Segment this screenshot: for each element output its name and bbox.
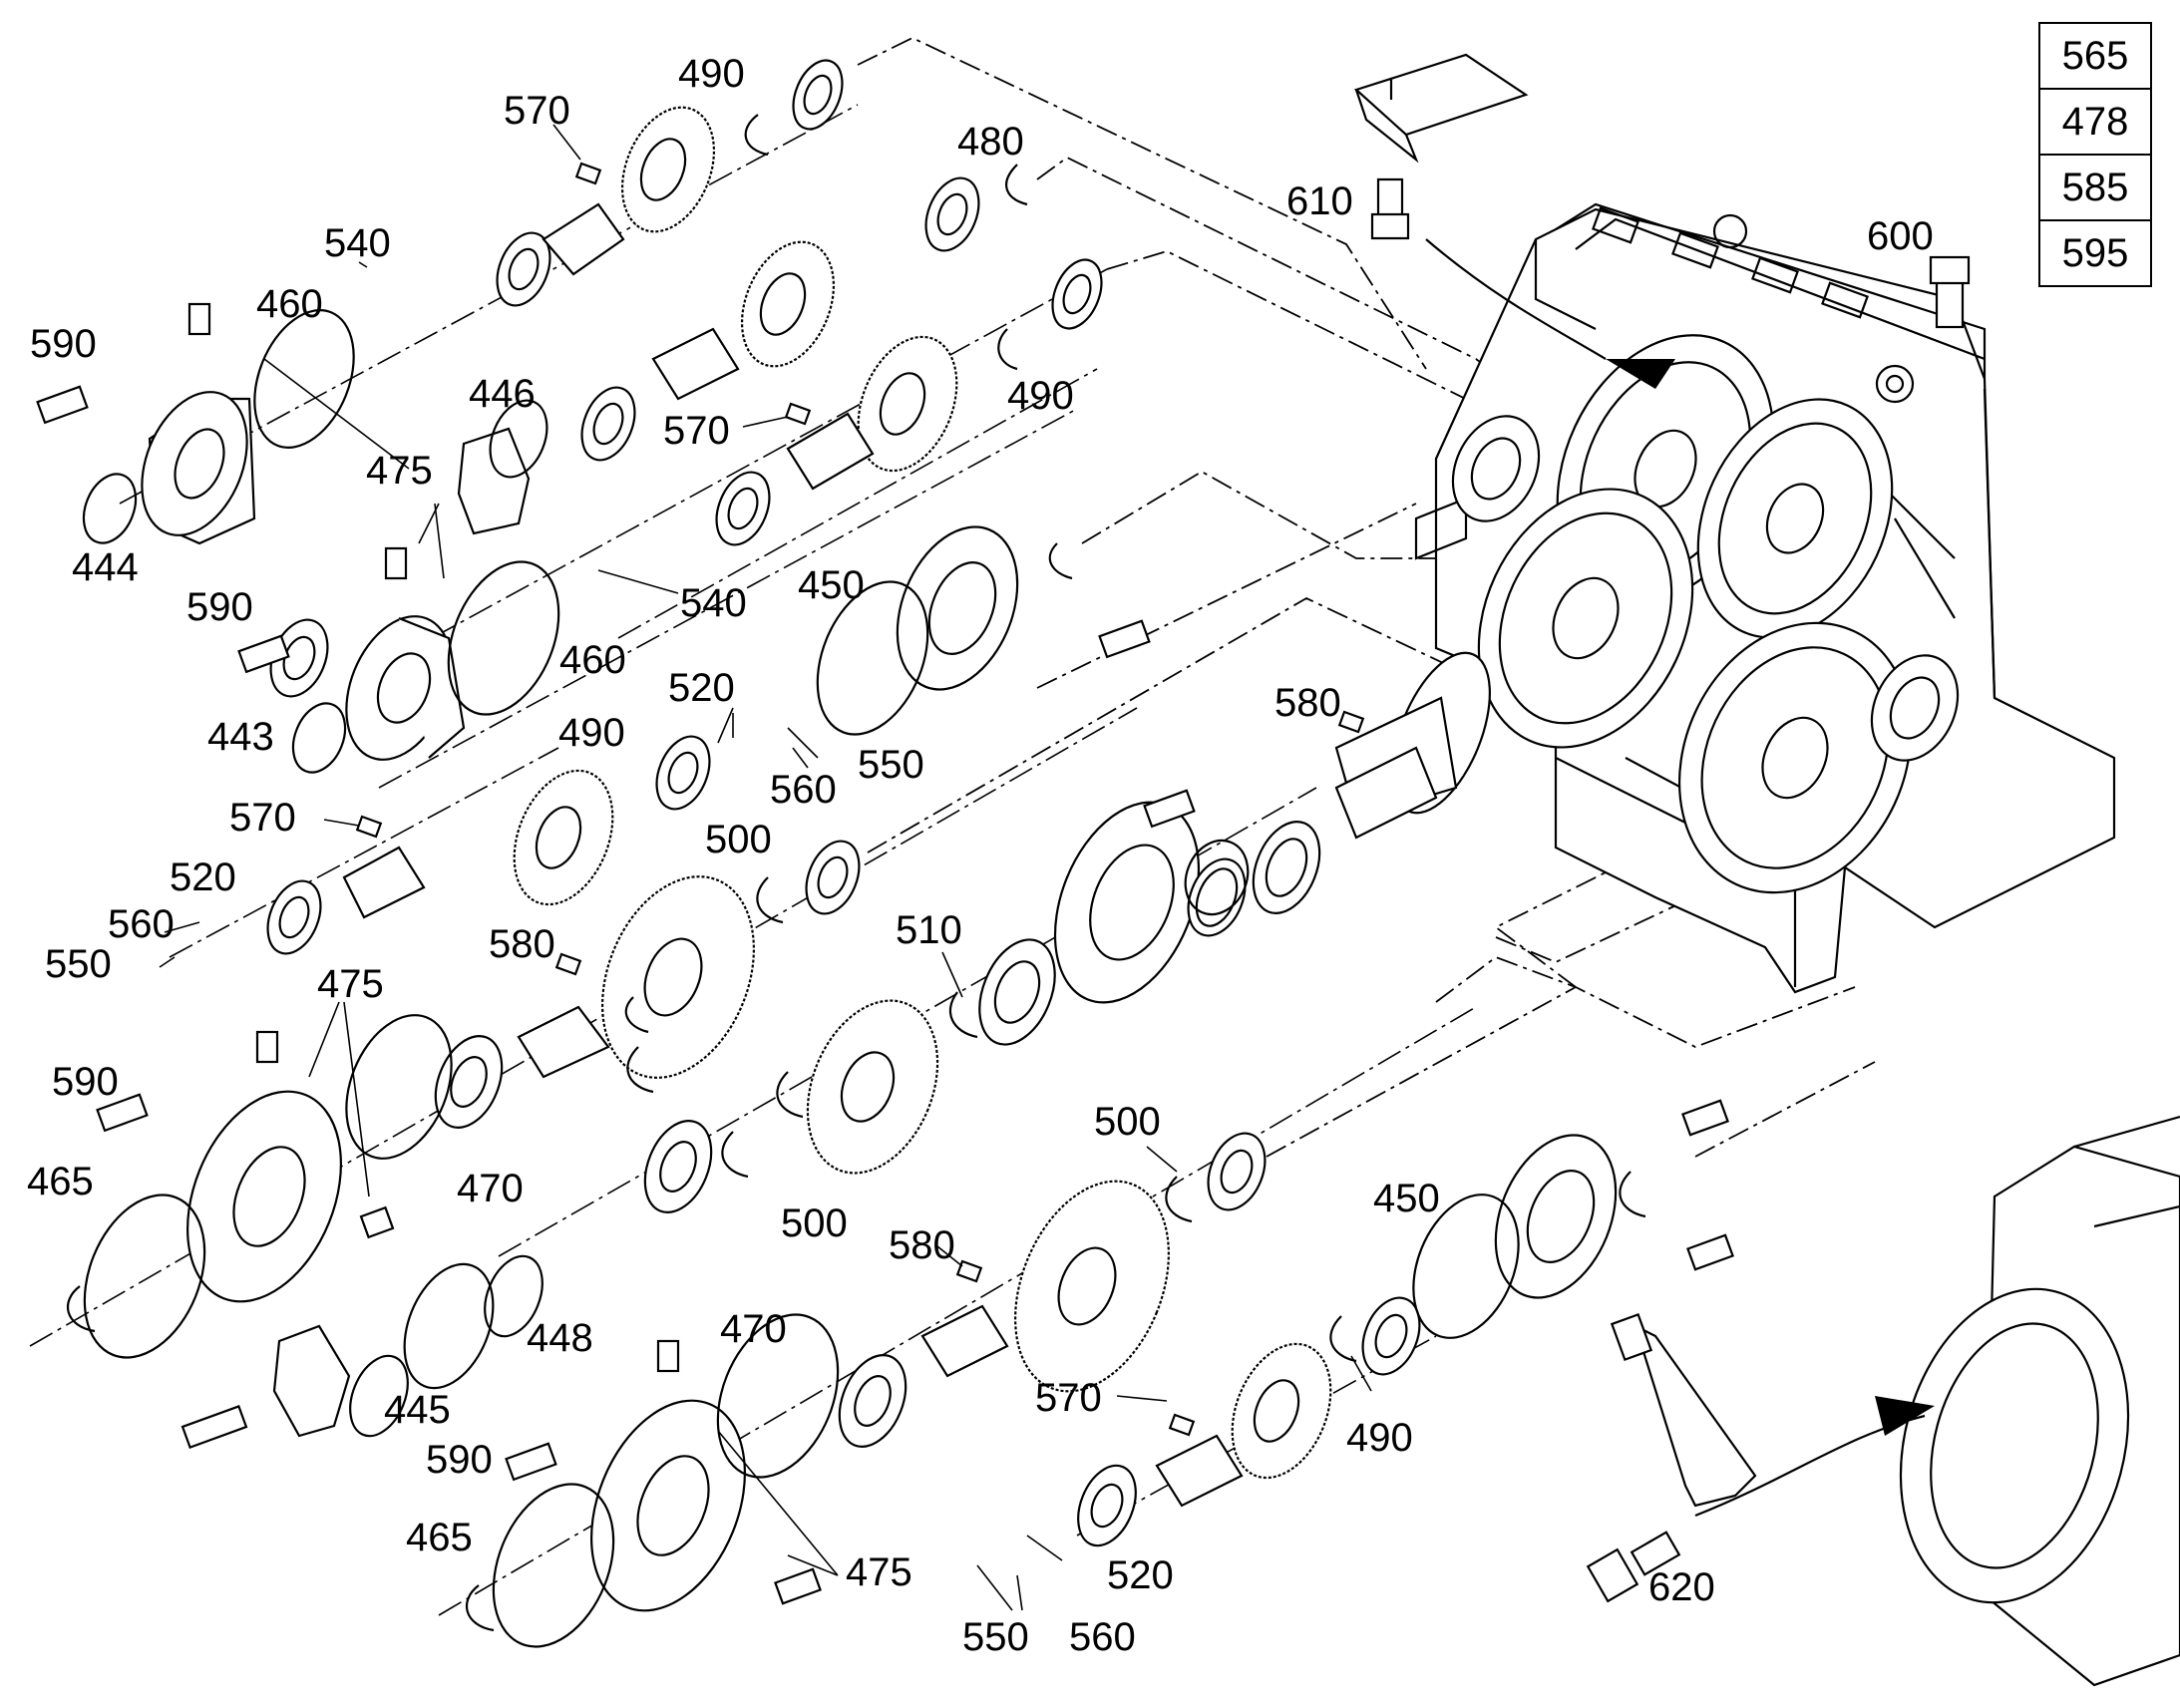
callout-490: 490 xyxy=(678,52,745,96)
callout-443: 443 xyxy=(207,715,274,759)
callout-570: 570 xyxy=(229,796,296,840)
callout-475: 475 xyxy=(366,449,433,493)
callout-550: 550 xyxy=(45,942,112,986)
reference-number: 595 xyxy=(2038,219,2152,287)
reference-number: 565 xyxy=(2038,22,2152,90)
callout-510: 510 xyxy=(896,908,962,952)
rings xyxy=(82,309,1520,1648)
callout-446: 446 xyxy=(469,372,536,416)
callout-580: 580 xyxy=(889,1223,955,1267)
callout-570: 570 xyxy=(1035,1376,1102,1420)
bellhousing-620 xyxy=(1586,1115,2180,1687)
callout-540: 540 xyxy=(680,581,747,625)
callout-590: 590 xyxy=(186,585,253,629)
callout-560: 560 xyxy=(1069,1615,1136,1659)
bolts xyxy=(36,302,1734,1605)
callout-520: 520 xyxy=(170,855,236,899)
callout-448: 448 xyxy=(527,1316,593,1360)
gears xyxy=(513,106,1332,1480)
bearings xyxy=(266,59,1421,1547)
callout-480: 480 xyxy=(957,120,1024,164)
callout-475: 475 xyxy=(317,962,384,1006)
callout-444: 444 xyxy=(72,545,139,589)
callout-labels: 490 570 480 610 600 540 460 590 446 570 … xyxy=(27,52,1934,1659)
callout-465: 465 xyxy=(406,1516,473,1559)
flanges xyxy=(141,391,1618,1612)
callout-465: 465 xyxy=(27,1160,94,1203)
callout-570: 570 xyxy=(504,89,570,133)
callout-540: 540 xyxy=(324,221,391,265)
callout-450: 450 xyxy=(1373,1177,1440,1220)
callout-490: 490 xyxy=(558,711,625,755)
callout-570: 570 xyxy=(663,409,730,453)
reference-number: 585 xyxy=(2038,154,2152,221)
callout-590: 590 xyxy=(426,1438,493,1482)
callout-445: 445 xyxy=(384,1388,451,1432)
callout-610: 610 xyxy=(1286,179,1353,223)
callout-500: 500 xyxy=(705,818,772,861)
reference-number-box: 565 478 585 595 xyxy=(2038,22,2152,287)
callout-490: 490 xyxy=(1007,374,1074,418)
callout-590: 590 xyxy=(52,1060,119,1104)
callout-475: 475 xyxy=(846,1550,912,1594)
callout-500: 500 xyxy=(1094,1100,1161,1144)
callout-520: 520 xyxy=(668,666,735,710)
callout-580: 580 xyxy=(1274,681,1341,725)
callout-550: 550 xyxy=(962,1615,1029,1659)
callout-500: 500 xyxy=(781,1201,848,1245)
shafts xyxy=(342,202,1438,1508)
callout-450: 450 xyxy=(798,563,865,607)
callout-600: 600 xyxy=(1867,214,1934,258)
callout-520: 520 xyxy=(1107,1553,1174,1597)
bracket-610 xyxy=(1353,53,1529,240)
callout-460: 460 xyxy=(256,282,323,326)
callout-470: 470 xyxy=(720,1307,787,1351)
reference-number: 478 xyxy=(2038,88,2152,156)
gearbox-housing xyxy=(1414,202,2116,994)
callout-470: 470 xyxy=(457,1167,524,1210)
callout-560: 560 xyxy=(770,768,837,812)
bolt-600 xyxy=(1929,255,1971,329)
callout-620: 620 xyxy=(1648,1565,1715,1609)
leader-lines xyxy=(159,124,1372,1611)
callout-490: 490 xyxy=(1346,1416,1413,1460)
callout-590: 590 xyxy=(30,322,97,366)
keys xyxy=(355,162,1365,1437)
callout-580: 580 xyxy=(489,922,555,966)
callout-550: 550 xyxy=(858,743,924,787)
circlips xyxy=(67,114,1646,1632)
callout-560: 560 xyxy=(108,902,175,946)
callout-460: 460 xyxy=(559,638,626,682)
